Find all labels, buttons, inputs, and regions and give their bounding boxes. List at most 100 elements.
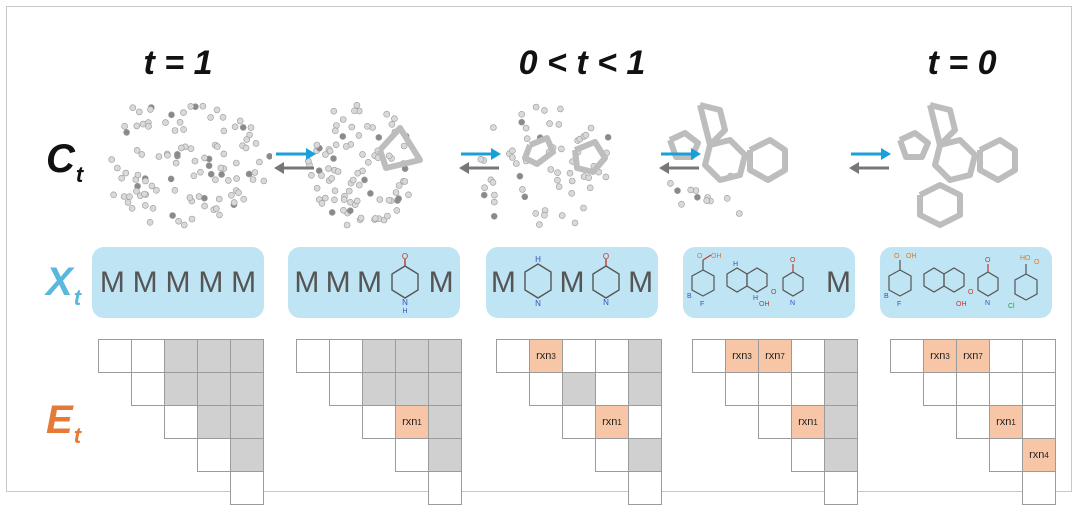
row-label-types-main: X [46,260,73,304]
atom-point [566,169,574,177]
bond-tube [977,137,1018,183]
atom-point [266,153,272,160]
masked-cell [164,372,198,406]
row-label-edges-sub: t [73,423,82,448]
atom-point [207,114,214,121]
atom-point [145,122,152,130]
time-label-middle: 0 < t < 1 [518,44,646,82]
atom-point [558,145,565,153]
atom-point [188,215,196,223]
svg-text:H: H [733,261,738,268]
sequence-box-1: M M M M M [92,247,264,318]
atom-point [214,143,221,150]
row-label-types: Xt [46,262,81,318]
masked-cell [395,372,429,406]
bond-tube [897,130,931,160]
sequence-box-2: M M M O N H M [288,247,460,318]
monomer-placeholder: M [428,265,454,299]
empty-cell [562,339,596,373]
atom-point [481,184,488,191]
svg-text:OH: OH [759,301,770,308]
empty-cell [131,372,165,406]
bond-tube [747,137,788,183]
svg-text:O: O [697,253,703,260]
atom-point [220,127,228,135]
svg-text:OH: OH [711,253,722,260]
full-molecule-structure: O OH B F OH O O N HO O Cl [884,253,1040,310]
atom-point [489,179,497,186]
atom-point [308,172,315,179]
empty-cell [628,471,662,505]
atom-point [110,191,117,199]
atom-point [216,211,223,219]
empty-cell [595,339,629,373]
atom-point [252,140,260,147]
bond-tube [702,137,748,183]
atom-point [332,141,340,149]
svg-text:N: N [603,298,609,307]
atom-point [522,124,530,132]
masked-cell [824,438,858,472]
atom-point [587,124,595,132]
atom-point [120,193,128,200]
transition-arrows-2 [459,148,501,174]
monomer-placeholder: M [132,265,158,299]
atom-point [207,170,215,178]
atom-point [674,187,681,194]
atom-point [383,110,390,118]
atom-point [175,217,182,225]
atom-point [146,219,154,226]
svg-text:O: O [603,252,609,261]
bond-tube [697,102,728,148]
empty-cell [296,339,330,373]
atom-point [233,159,240,167]
atom-point [128,205,136,212]
atom-point [353,101,361,109]
atom-point [604,133,612,141]
atom-point [340,207,347,214]
atom-point [176,118,184,126]
atom-point [240,195,247,203]
svg-text:N: N [402,298,408,307]
atom-point [256,158,263,166]
point-cloud-panel-1 [108,102,272,229]
empty-cell [1022,405,1056,439]
atom-point [230,199,238,206]
svg-text:F: F [897,301,901,308]
atom-point [385,152,393,160]
atom-point [384,212,391,220]
empty-cell [230,471,264,505]
atom-point [357,214,365,222]
svg-text:N: N [790,300,795,307]
atom-point [340,196,348,203]
atom-point [602,173,610,181]
atom-point [703,197,711,204]
atom-point [171,187,179,194]
atom-point [122,169,130,177]
empty-cell [496,339,530,373]
masked-cell [395,339,429,373]
masked-cell [824,405,858,439]
monomer-placeholder: M [294,265,320,299]
svg-text:H: H [535,255,541,264]
masked-cell [230,405,264,439]
atom-point [391,115,398,123]
atom-point [333,122,340,129]
masked-cell [428,339,462,373]
svg-text:O: O [985,257,991,264]
atom-point [546,120,553,127]
atom-point [153,187,160,194]
atom-point [313,141,321,149]
atom-point [162,119,169,126]
bond-tube [572,139,608,175]
atom-point [142,177,149,185]
atom-point [491,191,498,199]
molecule-panel-4 [667,102,788,217]
atom-point [228,192,235,199]
svg-text:O: O [402,252,408,261]
